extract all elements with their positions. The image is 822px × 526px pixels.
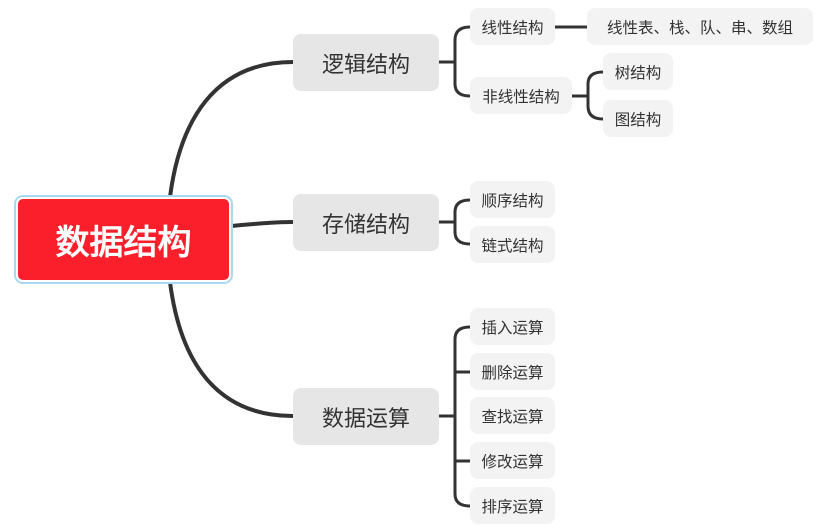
connector-root-logic (168, 60, 295, 199)
connector-storage-children (437, 198, 472, 246)
branch-operation[interactable]: 数据运算 (293, 388, 439, 445)
leaf-nonlinear-structure[interactable]: 非线性结构 (470, 77, 572, 114)
connector-logic-children (437, 25, 472, 98)
leaf-linear-structure[interactable]: 线性结构 (470, 8, 555, 45)
leaf-sequential-structure[interactable]: 顺序结构 (470, 181, 555, 218)
branch-storage[interactable]: 存储结构 (293, 194, 439, 251)
leaf-modify-operation[interactable]: 修改运算 (470, 442, 555, 479)
connector-root-storage (229, 220, 295, 228)
leaf-delete-operation[interactable]: 删除运算 (470, 353, 555, 390)
leaf-linear-types[interactable]: 线性表、栈、队、串、数组 (587, 8, 813, 45)
leaf-tree-structure[interactable]: 树结构 (603, 53, 673, 90)
leaf-graph-structure[interactable]: 图结构 (603, 100, 673, 137)
connector-nonlinear-children (570, 70, 605, 121)
connector-operation-children (437, 325, 472, 508)
connector-root-operation (168, 280, 295, 418)
leaf-search-operation[interactable]: 查找运算 (470, 397, 555, 434)
leaf-linked-structure[interactable]: 链式结构 (470, 226, 555, 263)
leaf-insert-operation[interactable]: 插入运算 (470, 308, 555, 345)
root-node[interactable]: 数据结构 (16, 197, 231, 282)
leaf-sort-operation[interactable]: 排序运算 (470, 487, 555, 524)
branch-logic[interactable]: 逻辑结构 (293, 34, 439, 91)
